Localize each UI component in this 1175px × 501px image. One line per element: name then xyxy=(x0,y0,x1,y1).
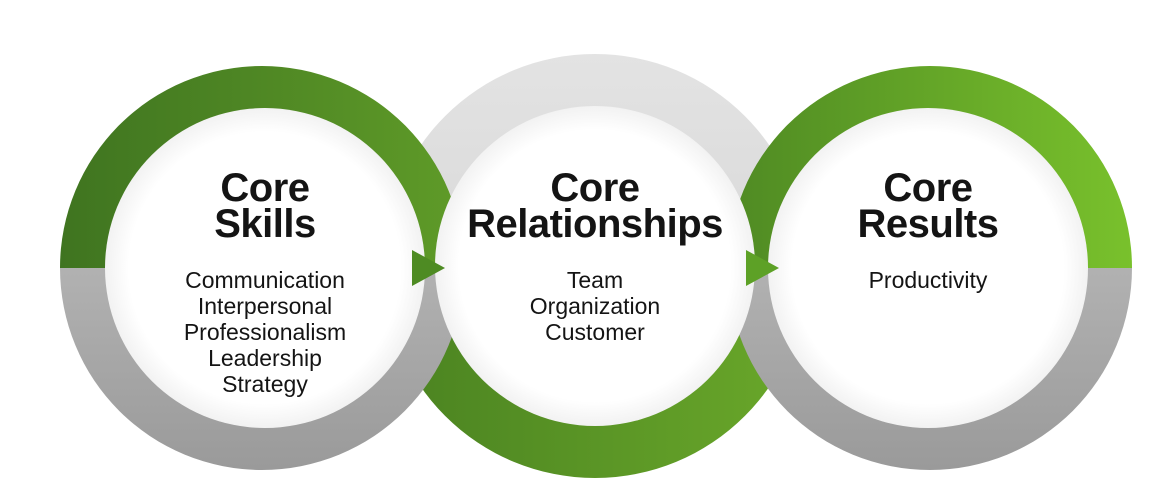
title-line-2: Relationships xyxy=(467,202,723,246)
circle-title: Core Results xyxy=(808,166,1048,246)
list-item: Communication xyxy=(185,267,345,293)
list-item: Customer xyxy=(545,319,645,345)
title-line-1: Core xyxy=(550,166,640,210)
circle-relationships-content: Core Relationships Team Organization Cus… xyxy=(455,166,735,345)
title-line-2: Results xyxy=(857,202,1000,246)
list-item: Productivity xyxy=(868,267,988,293)
inner-circle-skills xyxy=(105,108,425,428)
title-line-2: Skills xyxy=(214,202,316,246)
title-line-1: Core xyxy=(220,166,310,210)
title-line-1: Core xyxy=(883,166,973,210)
arrow-right-icon xyxy=(412,250,445,286)
arrow-right-icon xyxy=(746,250,779,286)
list-item: Professionalism xyxy=(183,319,347,345)
circle-item-list: Productivity xyxy=(808,267,1048,293)
inner-circle-relationships xyxy=(435,106,755,426)
list-item: Leadership xyxy=(208,345,322,371)
circle-item-list: Team Organization Customer xyxy=(455,267,735,345)
list-item: Strategy xyxy=(222,371,308,397)
list-item: Organization xyxy=(529,293,661,319)
circle-results-content: Core Results Productivity xyxy=(808,166,1048,293)
circle-skills-content: Core Skills Communication Interpersonal … xyxy=(145,166,385,397)
circle-title: Core Relationships xyxy=(455,166,735,246)
list-item: Interpersonal xyxy=(197,293,333,319)
circle-title: Core Skills xyxy=(145,166,385,246)
circle-item-list: Communication Interpersonal Professional… xyxy=(145,267,385,397)
inner-circle-results xyxy=(768,108,1088,428)
list-item: Team xyxy=(566,267,624,293)
